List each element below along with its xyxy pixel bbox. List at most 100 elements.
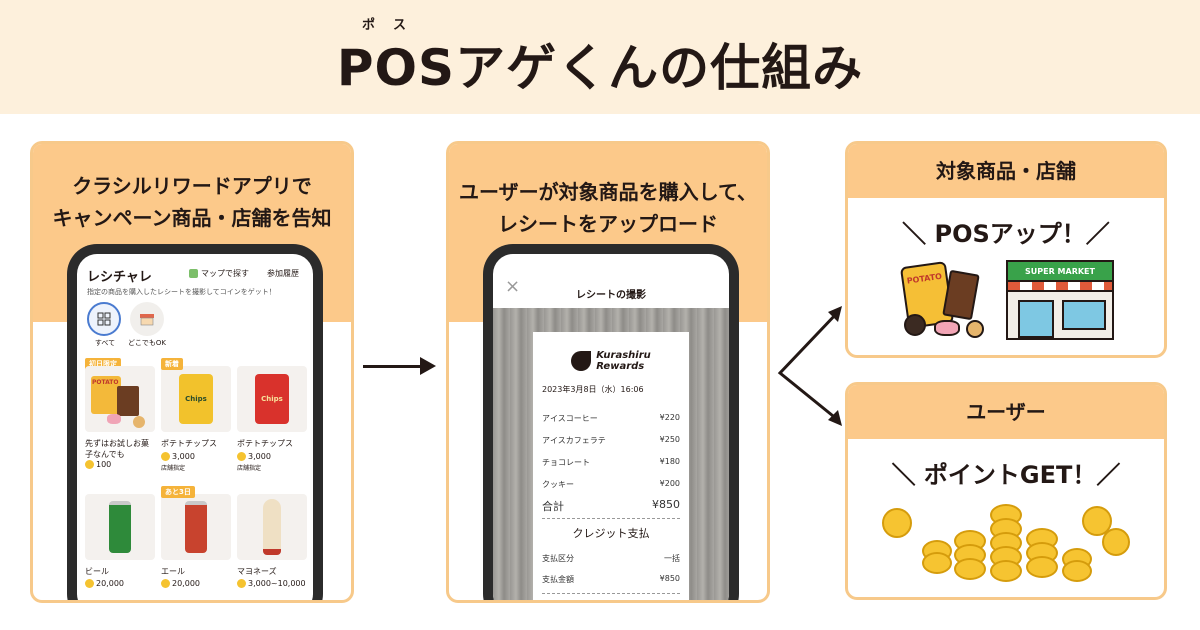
- product-card[interactable]: 新着 Chips ポテトチップス 3,000 店舗指定: [161, 358, 231, 472]
- chips-bag: Chips: [179, 374, 213, 424]
- flow-arrow-head: [420, 357, 436, 375]
- coin-icon: [1102, 528, 1130, 556]
- product-card[interactable]: ビール 20,000: [85, 486, 155, 588]
- chips-bag-image: Chips: [237, 366, 307, 432]
- coin-icon: [85, 579, 94, 588]
- title-ruby: ポス: [362, 18, 425, 33]
- potato-bag: POTATO: [91, 376, 121, 414]
- page-title: POSアゲくんの仕組み: [336, 39, 864, 97]
- product-badge: 新着: [161, 358, 183, 370]
- filter-anywhere[interactable]: どこでもOK: [127, 302, 167, 348]
- kurashiru-k-icon: [571, 351, 592, 371]
- coin-stacks-illustration: [882, 500, 1132, 592]
- coin-icon: [1062, 560, 1092, 582]
- step2-card: ユーザーが対象商品を購入して、 レシートをアップロード × レシートの撮影 Ku…: [446, 141, 770, 603]
- flow-arrow-right: [363, 365, 425, 368]
- snacks-illustration: POTATO: [896, 261, 996, 342]
- step1-screen: レシチャレ マップで探す 参加履歴 指定の商品を購入したレシートを撮影してコイン…: [77, 254, 313, 600]
- product-name: エール: [161, 567, 185, 576]
- coin-icon: [1082, 506, 1112, 536]
- app-title: レシチャレ: [87, 270, 152, 285]
- receipt-total: 合計 ¥850: [542, 498, 680, 519]
- coin-amount: 3,000: [172, 452, 195, 461]
- ale-can-image: [161, 494, 231, 560]
- item-name: アイスコーヒー: [542, 414, 598, 423]
- product-coins: 3,000~10,000: [237, 579, 307, 588]
- header-band: [0, 0, 1200, 114]
- screen-title: レシートの撮影: [576, 290, 646, 301]
- map-button[interactable]: マップで探す: [189, 268, 249, 279]
- store-door: [1018, 300, 1054, 338]
- coin-amount: 20,000: [172, 579, 200, 588]
- candy: [934, 320, 960, 336]
- receipt-item: クッキー¥200: [542, 479, 680, 490]
- store-designated-tag: 店舗指定: [237, 465, 262, 472]
- step1-card: クラシルリワードアプリで キャンペーン商品・店舗を告知 レシチャレ マップで探す…: [30, 141, 354, 603]
- product-card[interactable]: マヨネーズ 3,000~10,000: [237, 486, 307, 588]
- product-coins: 100: [85, 460, 155, 469]
- step1-title-line2: キャンペーン商品・店舗を告知: [52, 206, 332, 230]
- step2-title-line2: レシートをアップロード: [498, 212, 718, 236]
- receipt-item: アイスカフェラテ¥250: [542, 435, 680, 446]
- ale-can: [185, 501, 207, 553]
- close-icon[interactable]: ×: [505, 276, 521, 297]
- store-window: [1062, 300, 1106, 330]
- point-get-callout: ＼ ポイントGET！／: [891, 461, 1121, 489]
- item-name: アイスカフェラテ: [542, 436, 606, 445]
- chips-bag: Chips: [255, 374, 289, 424]
- brand-line2: Rewards: [596, 361, 645, 372]
- product-card[interactable]: あと3日 エール 20,000: [161, 486, 231, 588]
- receipt-item: チョコレート¥180: [542, 457, 680, 468]
- row-value: 一括: [664, 554, 680, 563]
- total-value: ¥850: [652, 498, 680, 511]
- product-coins: 3,000: [237, 452, 307, 461]
- coin-icon: [161, 452, 170, 461]
- coin-icon: [85, 460, 94, 469]
- coin-icon: [954, 558, 986, 580]
- filter-anywhere-label: どこでもOK: [128, 339, 166, 347]
- receipt-divider: [542, 593, 680, 594]
- item-name: チョコレート: [542, 458, 590, 467]
- receipt-row: 支払金額¥850: [542, 574, 680, 585]
- map-button-label: マップで探す: [201, 269, 249, 278]
- total-label: 合計: [542, 500, 564, 513]
- product-card[interactable]: Chips ポテトチップス 3,000 店舗指定: [237, 358, 307, 472]
- product-coins: 20,000: [85, 579, 155, 588]
- chips-label: Chips: [261, 395, 283, 403]
- step2-phone: × レシートの撮影 Kurashiru Rewards 2023年3月8日（水）…: [483, 244, 739, 600]
- grid-icon: [87, 302, 121, 336]
- chocolate-bar: [117, 386, 139, 416]
- fork-arrow-head-down: [828, 410, 842, 426]
- coin-icon: [237, 452, 246, 461]
- potato-label: POTATO: [92, 379, 119, 386]
- product-card[interactable]: 初日限定 POTATO 先ずはお試しお菓子なんでも 100: [85, 358, 155, 469]
- potato-label: POTATO: [906, 271, 943, 286]
- product-name: 先ずはお試しお菓子なんでも: [85, 439, 149, 459]
- store-designated-tag: 店舗指定: [161, 465, 186, 472]
- store-sign: SUPER MARKET: [1008, 262, 1112, 282]
- coin-icon: [161, 579, 170, 588]
- snack-assortment-image: POTATO: [85, 366, 155, 432]
- mayonnaise-bottle: [263, 499, 281, 555]
- fork-arrows: [777, 306, 842, 426]
- user-card: ユーザー ＼ ポイントGET！／: [845, 382, 1167, 600]
- receipt: Kurashiru Rewards 2023年3月8日（水）16:06 アイスコ…: [533, 332, 689, 600]
- app-subtitle: 指定の商品を購入したレシートを撮影してコインをゲット！: [87, 288, 276, 296]
- cookie: [966, 320, 984, 338]
- history-button[interactable]: 参加履歴: [267, 269, 299, 278]
- coin-amount: 3,000~10,000: [248, 579, 306, 588]
- product-name: マヨネーズ: [237, 567, 277, 576]
- map-icon: [189, 269, 198, 278]
- supermarket-illustration: SUPER MARKET: [1006, 260, 1114, 340]
- beer-can: [109, 501, 131, 553]
- receipt-item: アイスコーヒー¥220: [542, 413, 680, 424]
- store-awning: [1008, 282, 1112, 292]
- filter-all[interactable]: すべて: [87, 302, 123, 348]
- row-value: ¥850: [659, 574, 680, 583]
- row-name: 支払区分: [542, 554, 574, 563]
- coin-amount: 3,000: [248, 452, 271, 461]
- coin-amount: 100: [96, 460, 112, 469]
- coin-icon: [1026, 556, 1058, 578]
- product-name: ビール: [85, 567, 109, 576]
- user-header: ユーザー: [848, 385, 1164, 439]
